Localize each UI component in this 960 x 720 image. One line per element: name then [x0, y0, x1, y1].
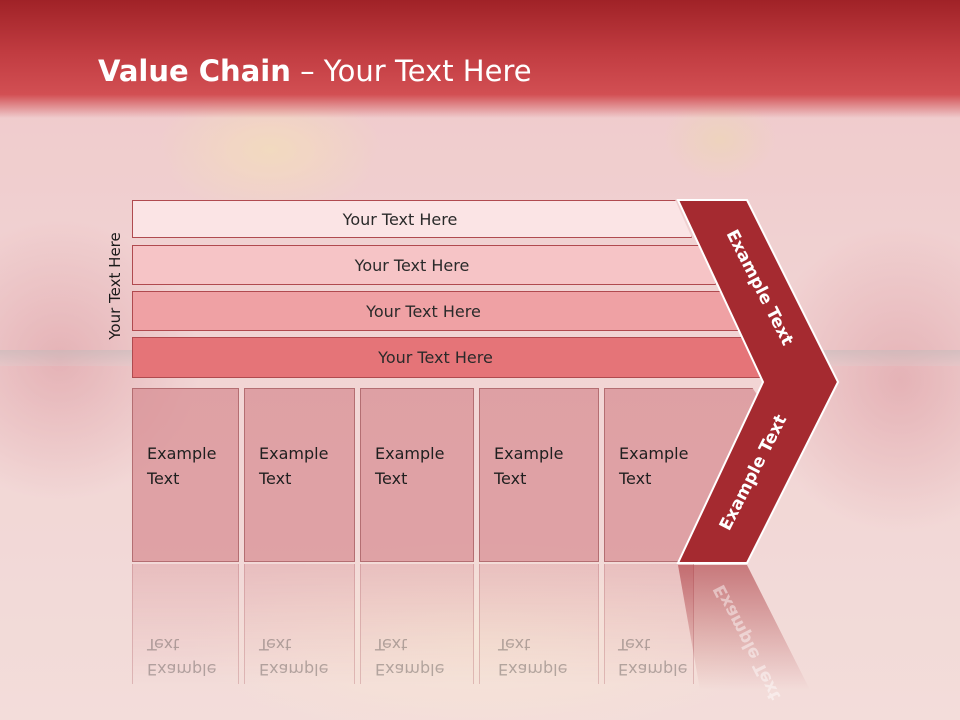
slide-title-bold: Value Chain [98, 54, 291, 88]
card-5-line2: Text [619, 469, 652, 488]
band-row-1: Your Text Here [132, 200, 692, 238]
card-4-line2: Text [494, 469, 527, 488]
band-row-4-label: Your Text Here [378, 348, 493, 367]
card-2-line1: Example [259, 444, 329, 463]
card-1-reflection [132, 564, 239, 684]
band-row-3: Your Text Here [132, 291, 739, 331]
chevron-shape [676, 199, 840, 564]
band-row-2-label: Your Text Here [354, 255, 470, 275]
card-3-reflection [360, 564, 474, 684]
card-5-reflection [604, 564, 694, 684]
card-4: Example Text [479, 388, 599, 562]
slide-title-rest: – Your Text Here [290, 54, 532, 88]
slide-title: Value Chain – Your Text Here [98, 54, 532, 88]
card-3: Example Text [360, 388, 474, 562]
card-2-line2: Text [259, 469, 292, 488]
band-row-3-label: Your Text Here [366, 301, 481, 321]
card-5-line1: Example [619, 444, 689, 463]
band-row-4: Your Text Here [132, 337, 763, 378]
card-3-line2: Text [375, 469, 408, 488]
card-4-reflection [479, 564, 599, 684]
card-3-line1: Example [375, 444, 445, 463]
card-1: Example Text [132, 388, 239, 562]
card-2: Example Text [244, 388, 355, 562]
card-2-reflection [244, 564, 355, 684]
card-1-line1: Example [147, 444, 217, 463]
title-banner [0, 0, 960, 118]
band-row-2: Your Text Here [132, 245, 716, 285]
card-4-line1: Example [494, 444, 564, 463]
chevron-reflection [678, 565, 810, 690]
card-1-line2: Text [147, 469, 180, 488]
band-row-1-label: Your Text Here [342, 209, 458, 229]
